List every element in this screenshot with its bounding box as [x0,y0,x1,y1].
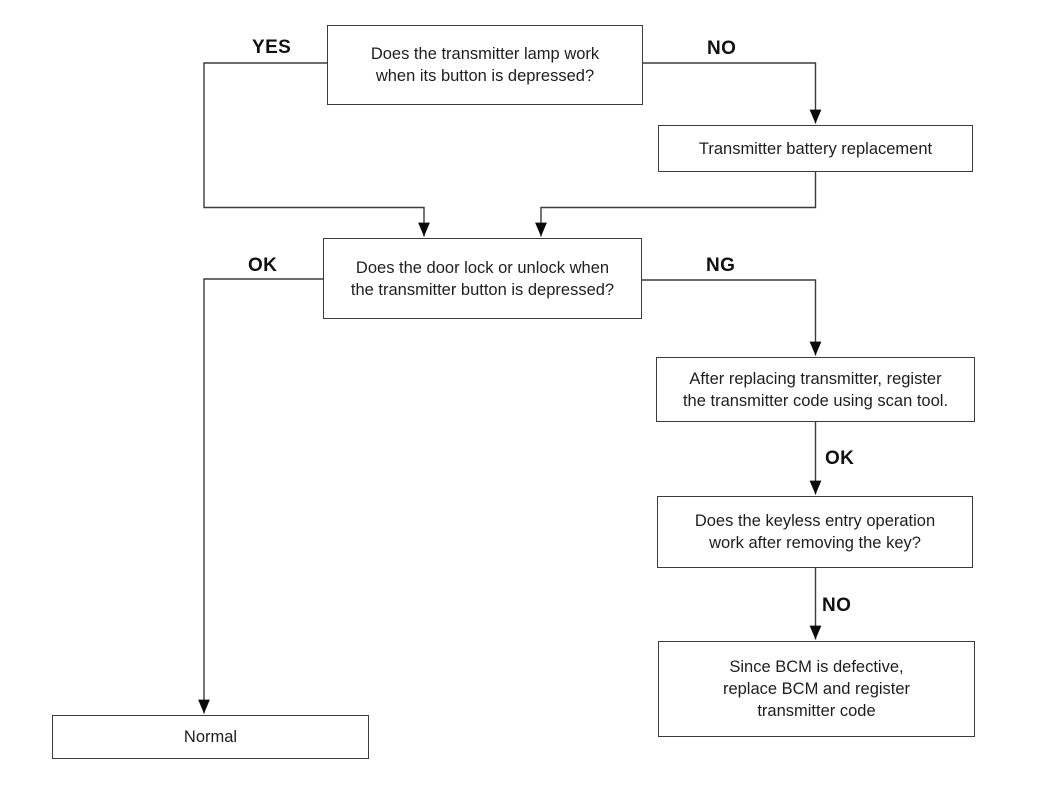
edge-yes-q1-to-q2 [203,62,430,237]
edge-label-ng: NG [706,255,736,276]
edge-label-ok-right: OK [825,448,855,469]
node-normal: Normal [52,715,369,759]
edge-ng-q2-to-register [642,279,822,356]
edge-label-no-bottom: NO [822,595,852,616]
edge-battery-to-q2 [535,172,817,237]
node-bcm-text: Since BCM is defective,replace BCM and r… [722,658,911,720]
edge-label-yes: YES [252,37,292,58]
edge-no-q1-to-battery [643,62,822,124]
node-battery-replacement: Transmitter battery replacement [658,125,973,172]
edge-label-ok-left: OK [248,255,278,276]
edge-ok-q2-to-normal [198,278,323,714]
edge-label-no-top: NO [707,38,737,59]
node-normal-text: Normal [183,728,238,746]
node-bcm-replace: Since BCM is defective,replace BCM and r… [658,641,975,737]
node-battery-text: Transmitter battery replacement [698,139,933,158]
